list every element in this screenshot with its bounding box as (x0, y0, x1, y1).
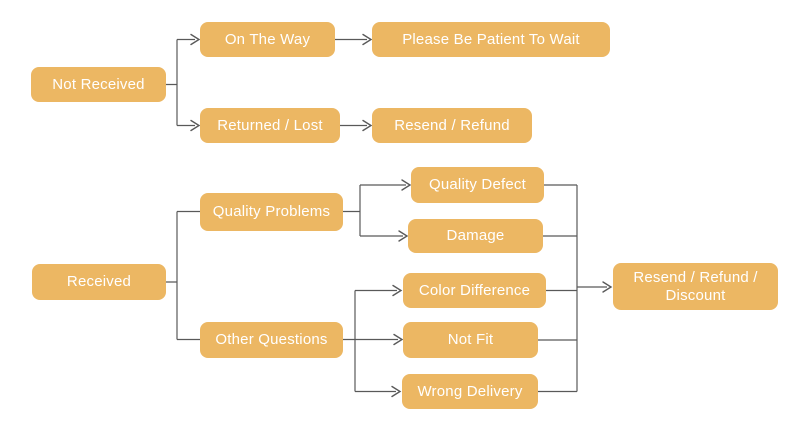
node-quality-defect: Quality Defect (411, 167, 544, 203)
node-label: Not Received (52, 75, 145, 93)
node-label: Quality Problems (212, 203, 331, 220)
node-label: Returned / Lost (217, 116, 323, 134)
node-quality-problems: Quality Problems (200, 193, 343, 231)
node-label: Wrong Delivery (417, 382, 523, 400)
node-label: Quality Defect (428, 176, 526, 193)
node-not-received: Not Received (31, 67, 166, 102)
arrowheads-top (190, 33, 373, 132)
edge-received-branch (166, 210, 200, 341)
node-on-the-way: On The Way (200, 22, 335, 57)
node-other-questions: Other Questions (200, 322, 343, 358)
node-color-difference: Color Difference (403, 273, 546, 308)
node-not-fit: Not Fit (403, 322, 538, 358)
node-label: Please Be Patient To Wait (402, 30, 580, 48)
node-wrong-delivery: Wrong Delivery (402, 374, 538, 409)
arrowheads-other (391, 284, 404, 398)
node-returned-lost: Returned / Lost (200, 108, 340, 143)
node-label: Not Fit (447, 331, 494, 348)
edge-other-questions-branch (343, 289, 398, 393)
node-received: Received (32, 264, 166, 300)
node-label: Resend / Refund / Discount (633, 268, 758, 304)
node-label: Received (66, 273, 132, 290)
node-label: Other Questions (215, 331, 328, 348)
node-please-be-patient: Please Be Patient To Wait (372, 22, 610, 57)
node-resend-refund-discount: Resend / Refund / Discount (613, 263, 778, 310)
node-label: Resend / Refund (394, 116, 510, 134)
node-label: Damage (446, 227, 505, 244)
arrowhead-final (602, 281, 613, 293)
edge-not-received-branch (166, 38, 367, 127)
edge-convergence (538, 184, 607, 393)
arrowheads-quality (398, 179, 412, 242)
node-resend-refund: Resend / Refund (372, 108, 532, 143)
node-damage: Damage (408, 219, 543, 253)
edge-quality-problems-branch (343, 184, 406, 237)
node-label: On The Way (224, 30, 311, 48)
node-label: Color Difference (418, 281, 531, 299)
